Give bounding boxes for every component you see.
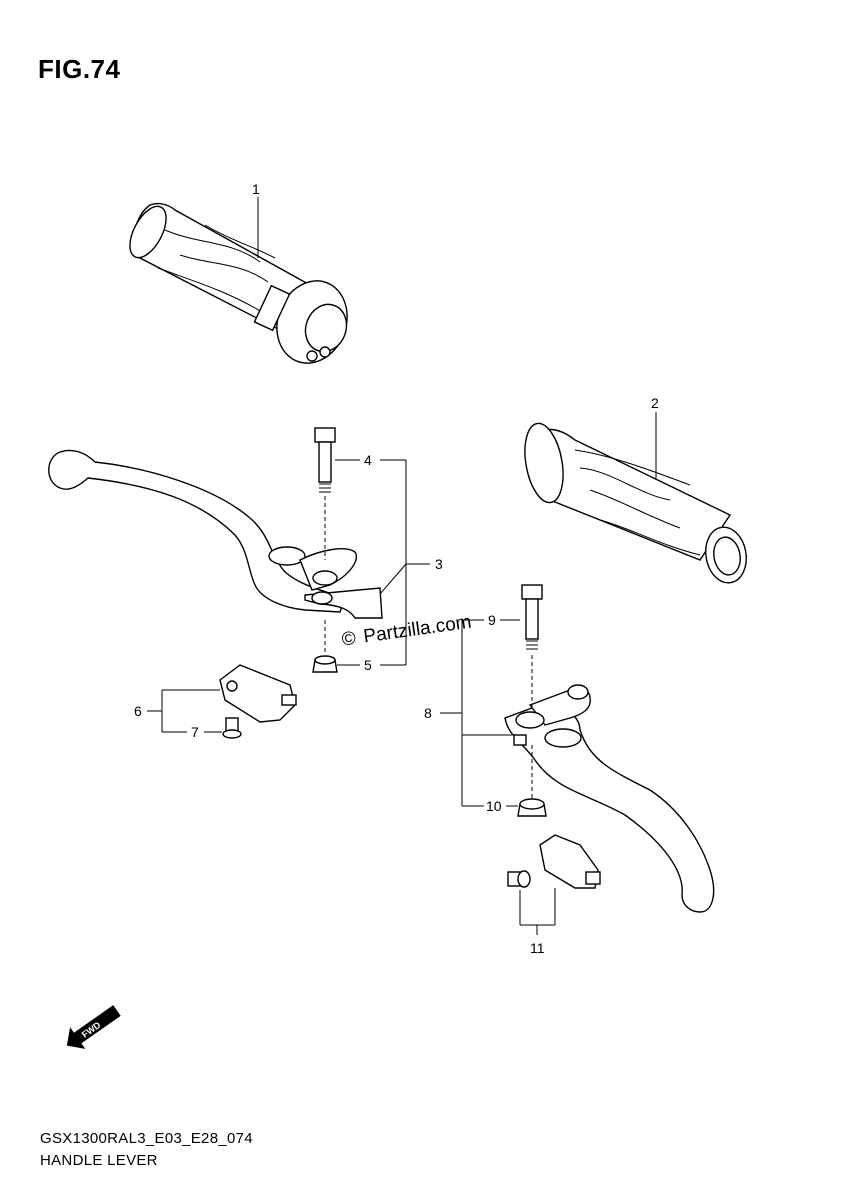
right-grip[interactable] [519, 420, 750, 586]
leader-lines [147, 197, 657, 935]
callout-1: 1 [252, 181, 260, 197]
callout-3: 3 [435, 556, 443, 572]
callout-7: 7 [191, 724, 199, 740]
callout-2: 2 [651, 395, 659, 411]
callout-11: 11 [530, 940, 545, 956]
right-lever-switch[interactable] [507, 834, 601, 889]
callout-6: 6 [134, 703, 142, 719]
model-code: GSX1300RAL3_E03_E28_074 [40, 1130, 253, 1147]
callout-10: 10 [486, 798, 502, 814]
left-lever-switch[interactable] [219, 664, 297, 723]
callout-8: 8 [424, 705, 432, 721]
left-pivot-bolt[interactable] [314, 427, 336, 560]
right-lever[interactable] [504, 684, 715, 913]
callout-5: 5 [364, 657, 372, 673]
left-lever[interactable] [48, 449, 383, 619]
left-grip[interactable] [122, 201, 358, 373]
callout-4: 4 [364, 452, 372, 468]
copyright-symbol: © [340, 628, 357, 651]
right-pivot-nut[interactable] [517, 745, 547, 817]
callout-9: 9 [488, 612, 496, 628]
right-pivot-bolt[interactable] [521, 584, 543, 708]
figure-title: FIG.74 [38, 54, 121, 84]
fwd-arrow-icon: FWD [66, 1005, 121, 1049]
figure-name: HANDLE LEVER [40, 1152, 158, 1169]
left-switch-screw[interactable] [222, 717, 242, 739]
left-pivot-nut[interactable] [312, 620, 338, 673]
